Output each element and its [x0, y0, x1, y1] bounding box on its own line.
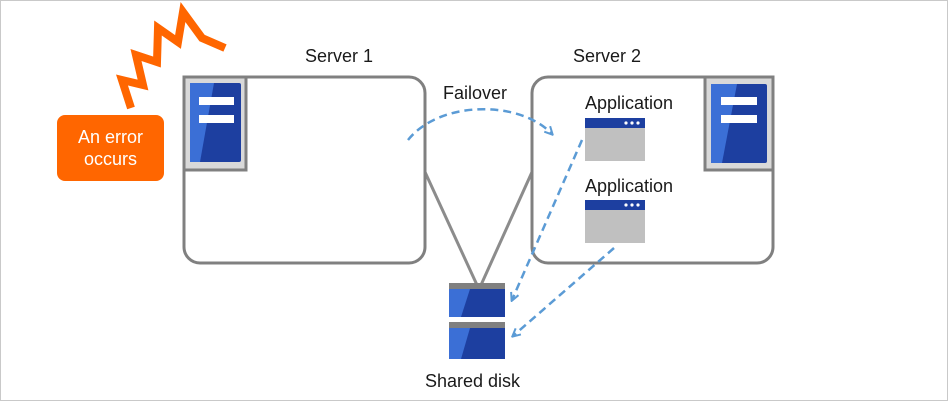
- error-badge: An error occurs: [57, 115, 164, 181]
- server1-label: Server 1: [305, 46, 374, 66]
- server2-icon: [703, 75, 775, 172]
- application-window-icon-top: [585, 118, 645, 161]
- error-badge-line2: occurs: [83, 149, 137, 169]
- server2-disk-link: [479, 171, 534, 286]
- server2-label: Server 2: [573, 46, 642, 66]
- application-label-top: Application: [585, 93, 674, 113]
- failover-label: Failover: [443, 83, 508, 103]
- application-to-disk-arrow-top: [512, 139, 584, 300]
- application-to-disk-arrow-bottom: [513, 247, 615, 336]
- server1-icon: [182, 75, 248, 172]
- error-badge-line1: An error: [77, 127, 144, 147]
- failover-arrow: [407, 108, 552, 141]
- application-label-bottom: Application: [585, 176, 674, 196]
- shared-disk-label: Shared disk: [425, 371, 521, 391]
- shared-disk-icon: [449, 283, 505, 359]
- application-window-icon-bottom: [585, 200, 645, 243]
- error-lightning-icon: [116, 1, 227, 110]
- server1-disk-link: [423, 171, 479, 286]
